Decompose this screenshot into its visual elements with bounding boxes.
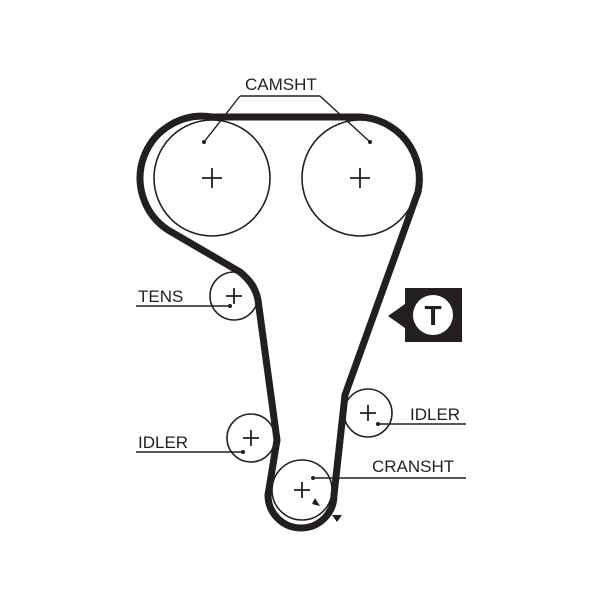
label-camshaft: CAMSHT	[245, 75, 317, 94]
label-crankshaft: CRANSHT	[372, 457, 454, 476]
timing-belt	[136, 112, 423, 532]
label-idler-left: IDLER	[138, 433, 188, 452]
label-idler-right: IDLER	[410, 405, 460, 424]
plus-markers	[202, 168, 376, 498]
rotation-mark-icon	[312, 498, 320, 506]
timing-mark-icon	[332, 515, 342, 522]
tensioner-badge-letter: T	[424, 300, 441, 331]
label-tensioner: TENS	[138, 287, 183, 306]
tensioner-badge: T	[388, 288, 462, 342]
leader-lines	[136, 95, 466, 479]
